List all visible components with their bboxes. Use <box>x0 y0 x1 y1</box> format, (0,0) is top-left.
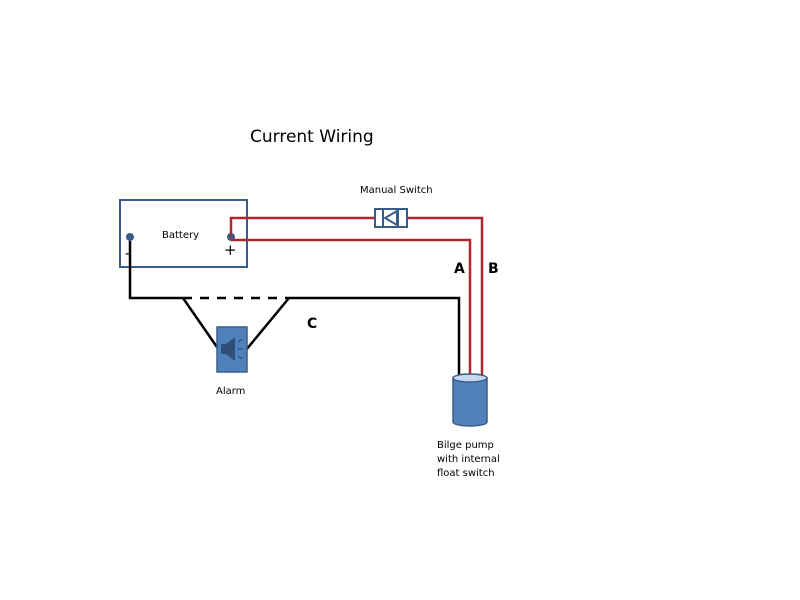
wire-b-to-pump <box>407 216 484 375</box>
speaker-icon <box>221 337 243 361</box>
wire-c-battery-side <box>128 241 183 300</box>
bilge-pump: Bilge pump with internal float switch <box>437 373 500 479</box>
alarm: Alarm <box>216 326 248 397</box>
wire-c-pump-side <box>289 296 461 375</box>
wire-label-a: A <box>454 261 465 277</box>
pump-label-line-3: float switch <box>437 468 495 479</box>
manual-switch: Manual Switch <box>360 185 433 228</box>
alarm-label: Alarm <box>216 386 245 397</box>
diagram-title: Current Wiring <box>250 127 374 147</box>
battery-box <box>119 199 248 268</box>
negative-sign: - <box>125 244 130 262</box>
manual-switch-label: Manual Switch <box>360 185 433 196</box>
pump-body <box>452 377 488 427</box>
wire-b-to-switch <box>229 216 375 237</box>
pump-label-line-2: with internal <box>437 454 500 465</box>
battery: Battery - + <box>119 199 248 268</box>
positive-sign: + <box>224 241 237 259</box>
switch-body <box>374 208 408 228</box>
wire-label-c: C <box>307 316 317 332</box>
alarm-lead-right <box>245 297 290 351</box>
battery-label: Battery <box>162 230 199 241</box>
wire-label-b: B <box>488 261 499 277</box>
wire-a <box>231 238 472 375</box>
alarm-lead-left <box>181 297 221 351</box>
pump-top <box>452 373 488 383</box>
pump-label-line-1: Bilge pump <box>437 440 494 451</box>
negative-terminal <box>126 233 134 241</box>
